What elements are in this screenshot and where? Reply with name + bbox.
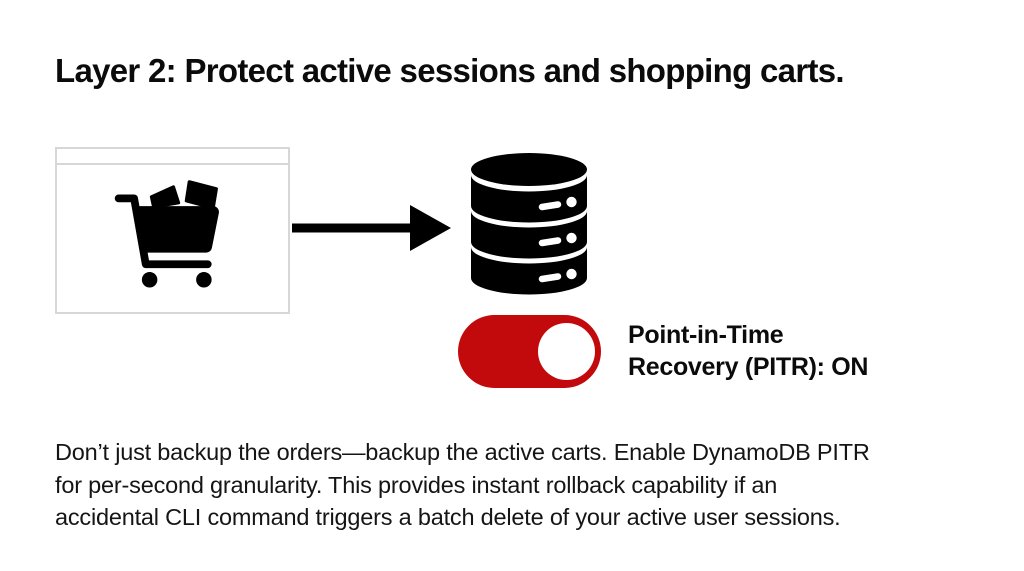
body-line: accidental CLI command triggers a batch … — [55, 504, 841, 530]
body-line: for per-second granularity. This provide… — [55, 471, 778, 498]
page-title: Layer 2: Protect active sessions and sho… — [55, 52, 845, 89]
arrow-right-icon — [291, 203, 453, 258]
pitr-toggle-label-line2: Recovery (PITR): ON — [628, 353, 869, 381]
pitr-toggle-switch[interactable] — [458, 315, 601, 388]
pitr-toggle-label-line1: Point-in-Time — [628, 321, 784, 349]
body-line: Don’t just backup the orders—backup the … — [55, 439, 870, 465]
shopping-cart-icon — [107, 179, 231, 308]
toggle-knob — [538, 323, 595, 380]
browser-window — [55, 147, 290, 314]
pitr-toggle-label: Point-in-Time Recovery (PITR): ON — [628, 319, 868, 383]
database-icon — [470, 152, 588, 300]
body-text: Don’t just backup the orders—backup the … — [55, 436, 870, 534]
browser-window-titlebar — [57, 149, 288, 165]
